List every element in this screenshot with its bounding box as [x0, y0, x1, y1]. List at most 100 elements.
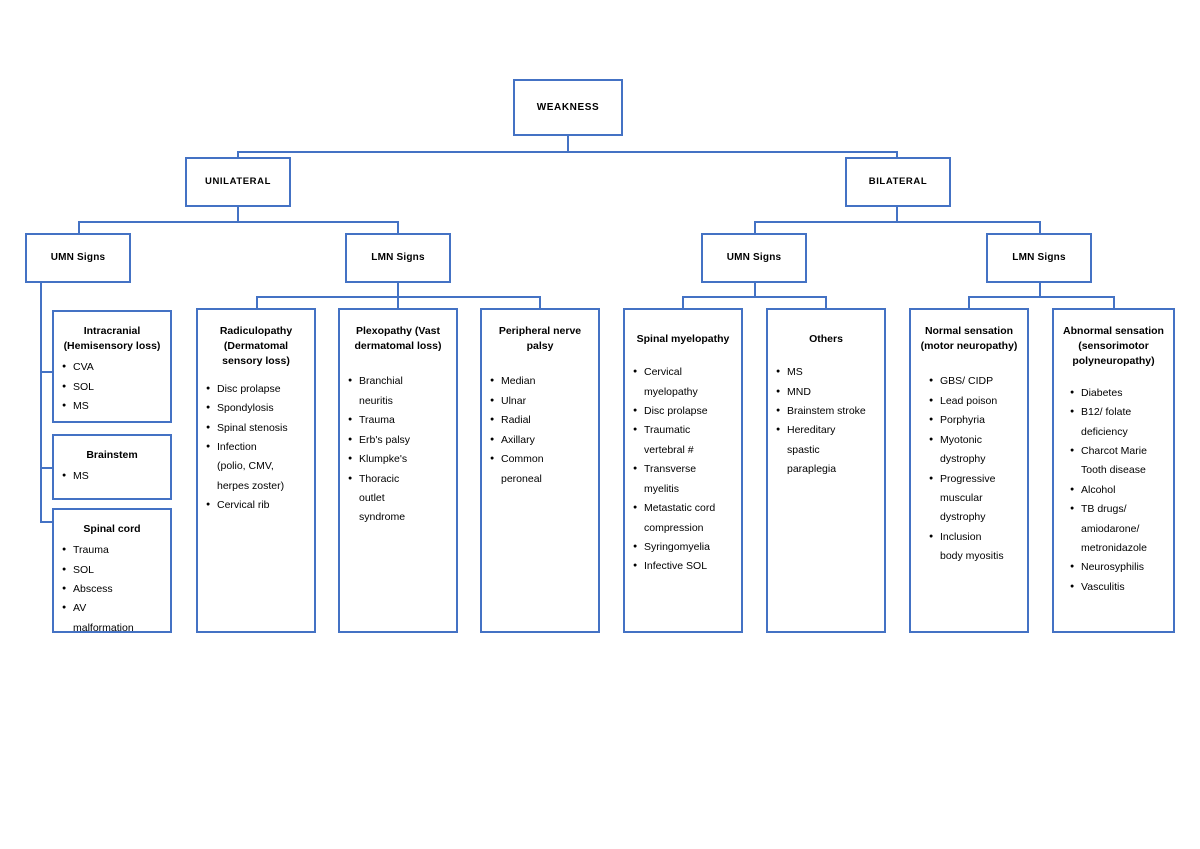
leaf-peripheral-nerve-palsy-title: Peripheral nerve palsy	[498, 325, 582, 353]
list-item: Metastatic cord compression	[633, 499, 733, 538]
list-item: Syringomyelia	[633, 538, 733, 557]
connector-bi-umn-stem	[754, 283, 756, 297]
list-item: Traumatic vertebral #	[633, 421, 733, 460]
node-unilateral[interactable]: UNILATERAL	[185, 157, 291, 207]
leaf-normal-sensation-title: Normal sensation (motor neuropathy)	[920, 325, 1018, 353]
connector-root-stem	[567, 136, 569, 152]
connector-unilateral-spine	[78, 221, 398, 223]
node-weakness-label: WEAKNESS	[536, 101, 600, 113]
list-item: Trauma	[62, 541, 162, 560]
connector-uni-umn-to-brainstem	[40, 467, 53, 469]
leaf-intracranial-title: Intracranial (Hemisensory loss)	[63, 325, 161, 353]
leaf-intracranial-list: CVA SOL MS	[62, 358, 162, 416]
list-item: Brainstem stroke	[776, 402, 876, 421]
connector-uni-lmn-to-peripheral	[539, 296, 541, 308]
list-item: Diabetes	[1070, 384, 1165, 403]
list-item: Spondylosis	[206, 399, 306, 418]
list-item: Transverse myelitis	[633, 460, 733, 499]
connector-unilateral-drop	[237, 151, 239, 158]
connector-bilateral-drop	[896, 151, 898, 158]
leaf-abnormal-sensation-list: Diabetes B12/ folate deficiency Charcot …	[1062, 384, 1165, 598]
list-item: MS	[62, 467, 162, 486]
leaf-brainstem[interactable]: Brainstem MS	[52, 434, 172, 500]
list-item: Vasculitis	[1070, 578, 1165, 597]
node-bilateral-label: BILATERAL	[868, 175, 928, 187]
list-item: Inclusion body myositis	[929, 528, 1019, 567]
leaf-abnormal-sensation-title: Abnormal sensation (sensorimotor polyneu…	[1063, 325, 1164, 368]
node-unilateral-lmn-signs-label: LMN Signs	[371, 252, 425, 264]
node-bilateral-lmn-signs[interactable]: LMN Signs	[986, 233, 1092, 283]
list-item: Branchial neuritis	[348, 372, 448, 411]
leaf-radiculopathy[interactable]: Radiculopathy (Dermatomal sensory loss) …	[196, 308, 316, 633]
list-item: Lead poison	[929, 392, 1019, 411]
leaf-peripheral-nerve-palsy[interactable]: Peripheral nerve palsy Median Ulnar Radi…	[480, 308, 600, 633]
leaf-brainstem-list: MS	[62, 467, 162, 486]
list-item: Infection (polio, CMV, herpes zoster)	[206, 438, 306, 496]
leaf-spinal-cord[interactable]: Spinal cord Trauma SOL Abscess AV malfor…	[52, 508, 172, 634]
list-item: Myotonic dystrophy	[929, 431, 1019, 470]
list-item: MS	[776, 363, 876, 382]
connector-uni-umn-drop	[78, 221, 80, 234]
leaf-others-title: Others	[809, 333, 843, 345]
node-unilateral-umn-signs-label: UMN Signs	[50, 252, 106, 264]
node-weakness[interactable]: WEAKNESS	[513, 79, 623, 136]
list-item: Hereditary spastic paraplegia	[776, 421, 876, 479]
connector-bilateral-stem	[896, 206, 898, 222]
list-item: Klumpke's	[348, 450, 448, 469]
connector-unilateral-stem	[237, 206, 239, 222]
connector-uni-lmn-to-plexopathy	[397, 296, 399, 308]
leaf-spinal-cord-title: Spinal cord	[83, 523, 141, 535]
connector-uni-umn-to-intracranial	[40, 371, 53, 373]
list-item: TB drugs/ amiodarone/ metronidazole	[1070, 500, 1165, 558]
leaf-plexopathy-title: Plexopathy (Vast dermatomal loss)	[354, 325, 442, 353]
list-item: Disc prolapse	[206, 380, 306, 399]
connector-bi-lmn-stem	[1039, 283, 1041, 297]
leaf-spinal-myelopathy-list: Cervical myelopathy Disc prolapse Trauma…	[633, 363, 733, 577]
list-item: Progressive muscular dystrophy	[929, 470, 1019, 528]
connector-bi-lmn-drop	[1039, 221, 1041, 234]
list-item: Cervical rib	[206, 496, 306, 515]
connector-bilateral-spine	[754, 221, 1040, 223]
list-item: Median	[490, 372, 590, 391]
list-item: Erb's palsy	[348, 431, 448, 450]
connector-bi-umn-to-others	[825, 296, 827, 308]
connector-root-spine	[237, 151, 898, 153]
list-item: B12/ folate deficiency	[1070, 403, 1165, 442]
list-item: CVA	[62, 358, 162, 377]
list-item: Abscess	[62, 580, 162, 599]
node-bilateral-umn-signs[interactable]: UMN Signs	[701, 233, 807, 283]
list-item: MS	[62, 397, 162, 416]
list-item: Trauma	[348, 411, 448, 430]
connector-bi-umn-to-myelopathy	[682, 296, 684, 308]
list-item: MND	[776, 383, 876, 402]
node-unilateral-umn-signs[interactable]: UMN Signs	[25, 233, 131, 283]
leaf-abnormal-sensation[interactable]: Abnormal sensation (sensorimotor polyneu…	[1052, 308, 1175, 633]
node-bilateral[interactable]: BILATERAL	[845, 157, 951, 207]
connector-bi-lmn-to-normal	[968, 296, 970, 308]
connector-uni-lmn-drop	[397, 221, 399, 234]
list-item: AV malformation	[62, 599, 162, 638]
leaf-peripheral-nerve-palsy-list: Median Ulnar Radial Axillary Common pero…	[490, 372, 590, 489]
leaf-radiculopathy-title: Radiculopathy (Dermatomal sensory loss)	[219, 325, 293, 368]
connector-uni-lmn-stem	[397, 283, 399, 297]
leaf-plexopathy-list: Branchial neuritis Trauma Erb's palsy Kl…	[348, 372, 448, 527]
leaf-normal-sensation[interactable]: Normal sensation (motor neuropathy) GBS/…	[909, 308, 1029, 633]
list-item: Porphyria	[929, 411, 1019, 430]
connector-bi-umn-spine	[682, 296, 826, 298]
leaf-spinal-myelopathy-title: Spinal myelopathy	[636, 333, 730, 345]
connector-bi-umn-drop	[754, 221, 756, 234]
list-item: GBS/ CIDP	[929, 372, 1019, 391]
leaf-intracranial[interactable]: Intracranial (Hemisensory loss) CVA SOL …	[52, 310, 172, 423]
leaf-others[interactable]: Others MS MND Brainstem stroke Hereditar…	[766, 308, 886, 633]
leaf-plexopathy[interactable]: Plexopathy (Vast dermatomal loss) Branch…	[338, 308, 458, 633]
node-bilateral-umn-signs-label: UMN Signs	[726, 252, 782, 264]
list-item: Axillary	[490, 431, 590, 450]
leaf-spinal-myelopathy[interactable]: Spinal myelopathy Cervical myelopathy Di…	[623, 308, 743, 633]
list-item: Common peroneal	[490, 450, 590, 489]
list-item: Cervical myelopathy	[633, 363, 733, 402]
node-unilateral-lmn-signs[interactable]: LMN Signs	[345, 233, 451, 283]
list-item: Alcohol	[1070, 481, 1165, 500]
list-item: Disc prolapse	[633, 402, 733, 421]
leaf-spinal-cord-list: Trauma SOL Abscess AV malformation	[62, 541, 162, 638]
